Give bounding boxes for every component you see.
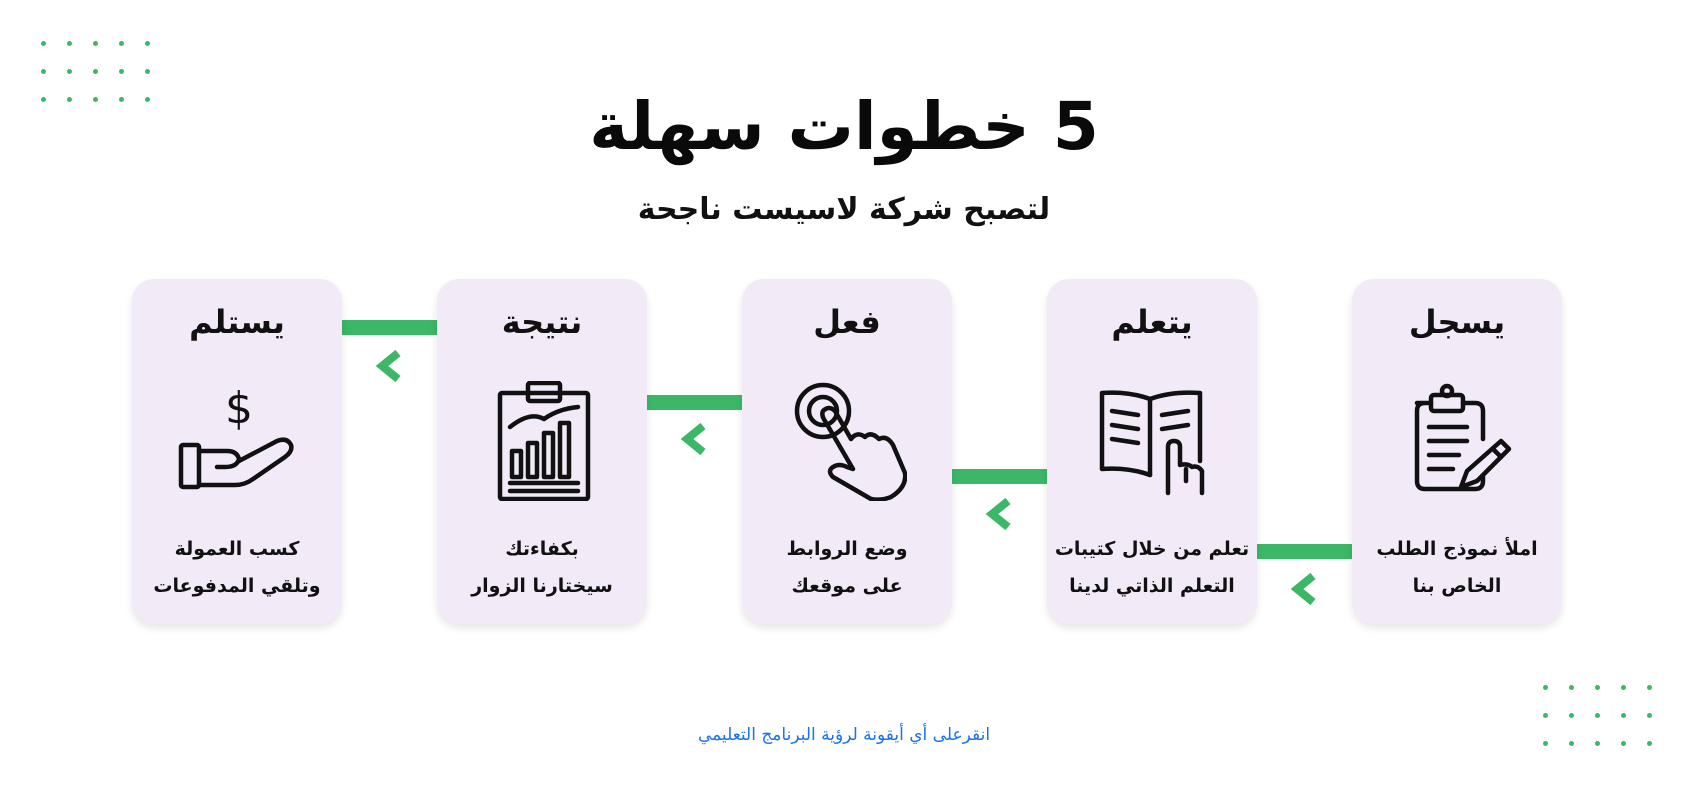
page-title: 5 خطوات سهلة (589, 88, 1099, 165)
step-description: املأ نموذج الطلب الخاص بنا (1352, 531, 1562, 605)
step-card-receive[interactable]: يستلم $ كسب العمولة وتلقي المدفوعات (132, 279, 342, 624)
chevron-left-icon (375, 349, 401, 383)
step-description-line: التعلم الذاتي لدينا (1069, 575, 1235, 597)
step-description-line: على موقعك (791, 575, 903, 597)
chart-report-icon[interactable] (482, 381, 602, 501)
step-title: فعل (813, 303, 881, 341)
step-title: نتيجة (501, 303, 583, 341)
step-description-line: املأ نموذج الطلب (1376, 538, 1538, 560)
connector-bar-2 (950, 469, 1050, 484)
tutorial-hint-link[interactable]: انقرعلى أي أيقونة لرؤية البرنامج التعليم… (697, 725, 991, 745)
step-card-register[interactable]: يسجل املأ نموذج الطلب الخاص بنا (1352, 279, 1562, 624)
step-card-act[interactable]: فعل وضع الروابط على موقعك (742, 279, 952, 624)
step-title: يستلم (189, 303, 285, 341)
chevron-left-icon (680, 422, 706, 456)
step-description: تعلم من خلال كتيبات التعلم الذاتي لدينا (1047, 531, 1257, 605)
hand-dollar-icon[interactable]: $ (177, 381, 297, 501)
step-description: كسب العمولة وتلقي المدفوعات (132, 531, 342, 605)
connector-bar-4 (340, 320, 440, 335)
tap-hand-icon[interactable] (787, 381, 907, 501)
step-card-learn[interactable]: يتعلم تعلم من خلال كتيبات التعلم الذاتي … (1047, 279, 1257, 624)
decorative-dot-grid-top (41, 41, 150, 102)
connector-bar-3 (645, 395, 745, 410)
step-description-line: سيختارنا الزوار (471, 575, 613, 597)
step-description-line: وتلقي المدفوعات (153, 575, 321, 597)
step-description-line: وضع الروابط (786, 538, 908, 560)
connector-bar-1 (1255, 544, 1355, 559)
chevron-left-icon (985, 497, 1011, 531)
step-description-line: تعلم من خلال كتيبات (1054, 538, 1250, 560)
step-title: يسجل (1408, 303, 1506, 341)
open-book-hand-icon[interactable] (1092, 381, 1212, 501)
page-subtitle: لتصبح شركة لاسيست ناجحة (637, 192, 1051, 227)
step-description-line: بكفاءتك (505, 538, 579, 560)
step-description-line: كسب العمولة (174, 538, 300, 560)
clipboard-pencil-icon[interactable] (1397, 381, 1517, 501)
decorative-dot-grid-bottom (1543, 685, 1652, 746)
step-card-result[interactable]: نتيجة بكفاءتك سيختارنا الزوار (437, 279, 647, 624)
step-title: يتعلم (1111, 303, 1193, 341)
svg-text:$: $ (225, 383, 253, 434)
step-description: بكفاءتك سيختارنا الزوار (437, 531, 647, 605)
step-description: وضع الروابط على موقعك (742, 531, 952, 605)
step-description-line: الخاص بنا (1412, 575, 1502, 597)
chevron-left-icon (1290, 572, 1316, 606)
